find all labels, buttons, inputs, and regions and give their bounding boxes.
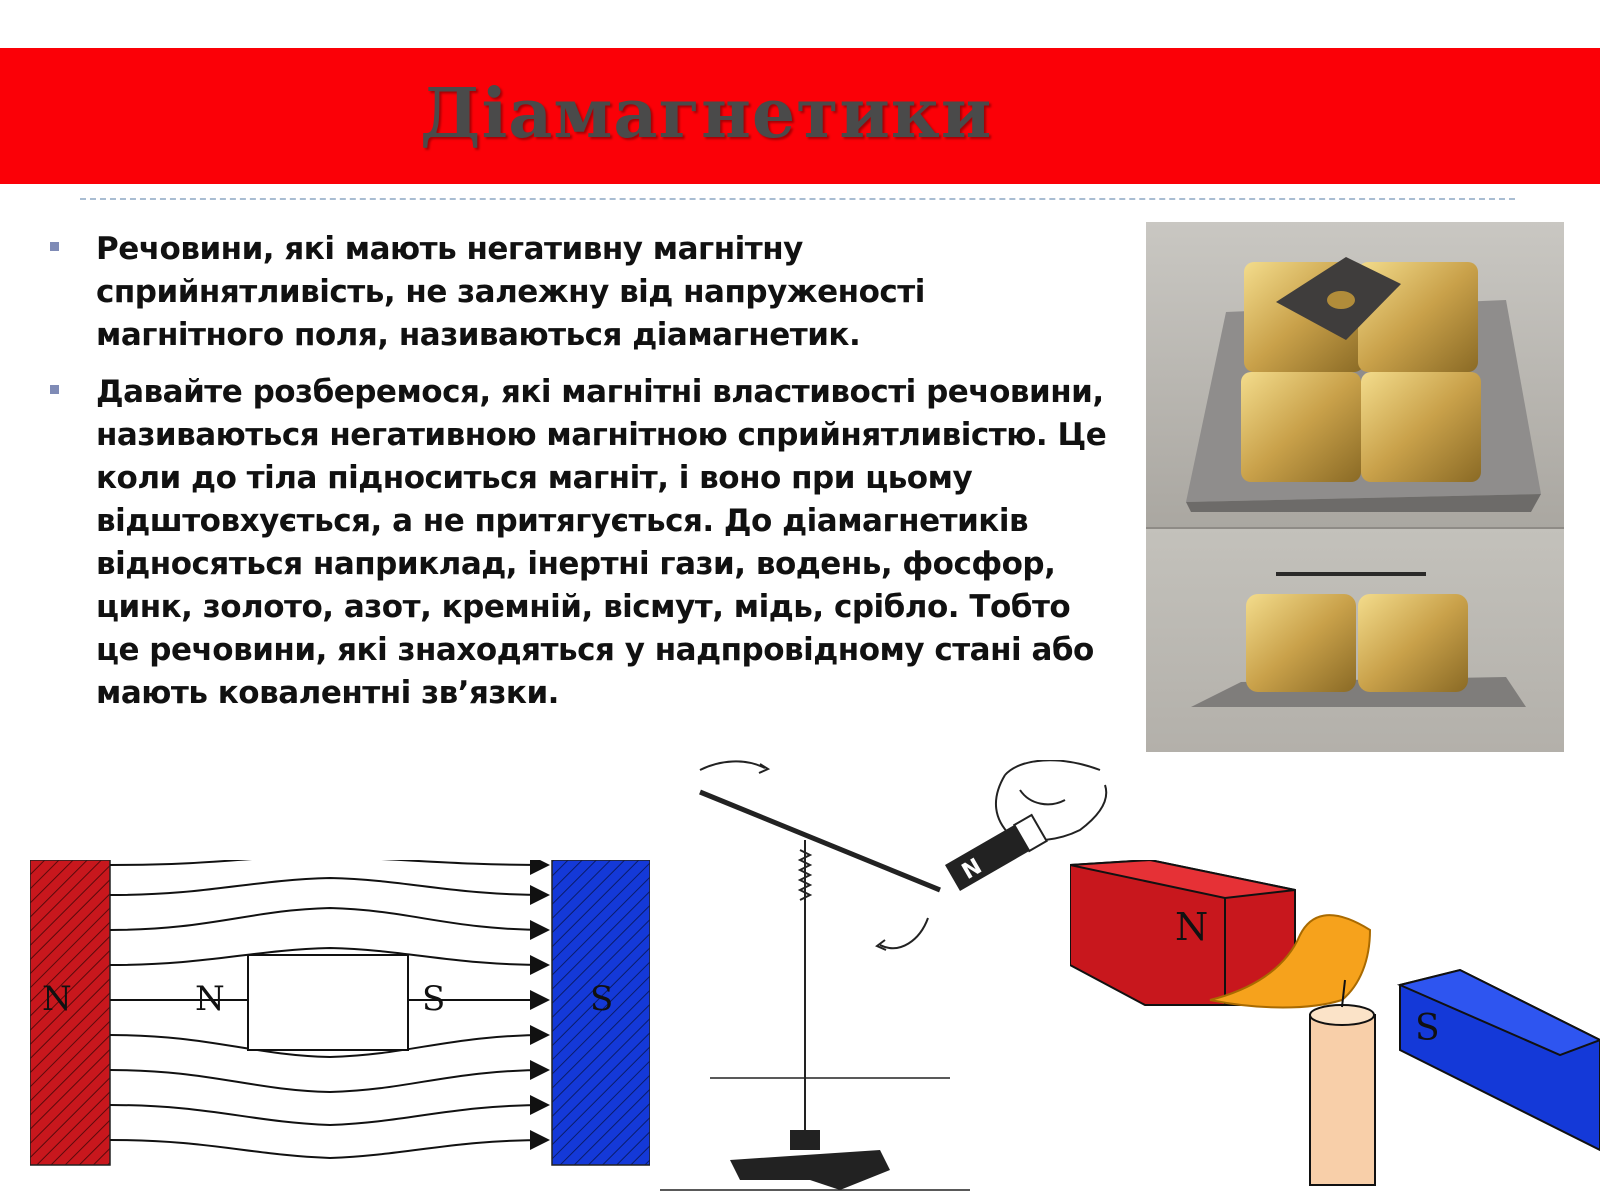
sample-south-label: S (422, 979, 445, 1019)
candle-north-label: N (1175, 905, 1208, 949)
candle-flame-sketch: N S (1069, 858, 1600, 1194)
bullet-text: Речовини, які мають негативну магнітну с… (96, 231, 925, 353)
bullet-square-icon (50, 242, 59, 251)
rod-repulsion-sketch: N (660, 759, 1130, 1204)
right-pole-label: S (590, 979, 613, 1019)
field-lines-diagram: N N S S (29, 854, 651, 1174)
candle-flame-drawing: N S (1069, 858, 1600, 1186)
title-bar (0, 48, 1600, 184)
rod-repulsion-drawing: N (660, 759, 1108, 1191)
bullet-list: Речовини, які мають негативну магнітну с… (48, 228, 1108, 729)
sample-north-label: N (195, 979, 225, 1019)
left-pole-label: N (42, 979, 72, 1019)
levitation-photo-drawing (1146, 222, 1564, 752)
candle-south-label: S (1415, 1008, 1440, 1049)
bullet-square-icon (50, 385, 59, 394)
field-lines-drawing: N N S S (29, 854, 651, 1166)
title-divider (80, 198, 1515, 200)
bullet-item: Речовини, які мають негативну магнітну с… (48, 228, 1108, 357)
slide-title: Діамагнетики (420, 74, 993, 154)
bullet-item: Давайте розберемося, які магнітні власти… (48, 371, 1108, 715)
levitation-photo (1146, 222, 1564, 752)
bullet-text: Давайте розберемося, які магнітні власти… (96, 374, 1107, 711)
